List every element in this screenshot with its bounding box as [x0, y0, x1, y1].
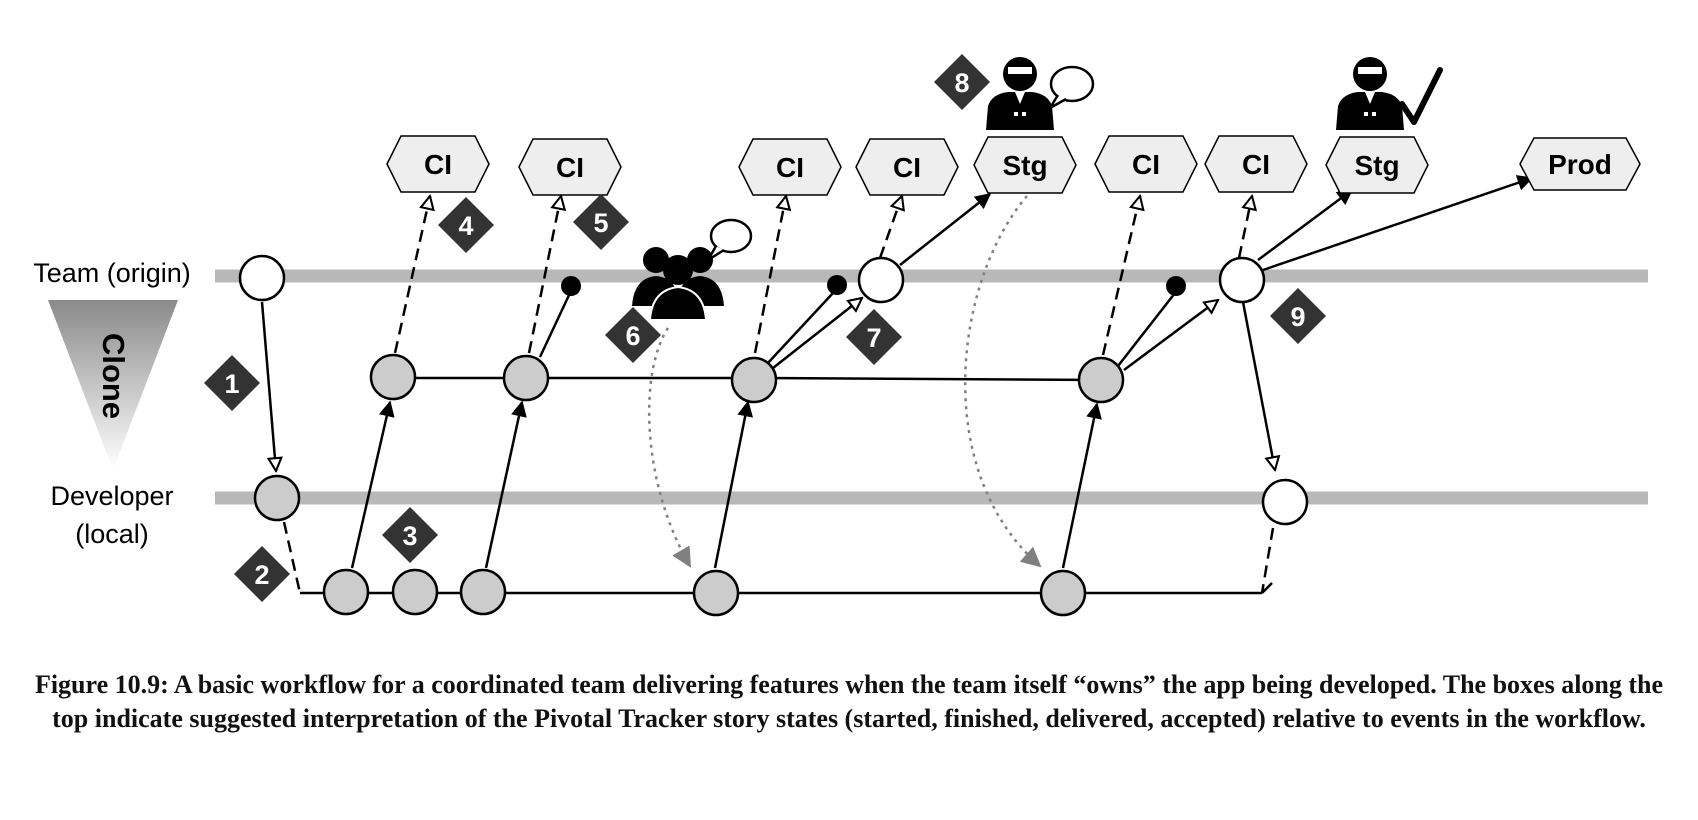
dev-commit-1 [253, 474, 301, 522]
dashed-connectors [282, 196, 1275, 594]
env-box-ci-2: CI [518, 138, 622, 196]
env-box-label: Stg [1354, 150, 1399, 181]
clone-commit-2 [502, 354, 550, 402]
step-marker-number: 2 [254, 560, 269, 590]
speech-bubble-icon [1048, 65, 1095, 110]
step-marker-number: 5 [593, 208, 608, 238]
step-marker-8: 8 [934, 54, 990, 110]
step-marker-9: 9 [1270, 288, 1326, 344]
env-box-label: CI [1242, 149, 1270, 180]
step-marker-number: 3 [402, 521, 417, 551]
step-marker-5: 5 [573, 194, 629, 250]
step-marker-2: 2 [234, 546, 290, 602]
env-box-ci-4: CI [855, 138, 959, 196]
customer-icon [1336, 57, 1404, 130]
env-box-label: CI [776, 152, 804, 183]
solid-arrows [260, 175, 1534, 569]
dev-commit-2 [1261, 478, 1309, 526]
env-box-ci-6: CI [1204, 135, 1308, 193]
customer-icon [986, 57, 1054, 130]
clone-commit-4 [1077, 356, 1125, 404]
local-commit-5 [1039, 569, 1087, 617]
local-label: (local) [75, 519, 149, 549]
step-marker-number: 9 [1290, 302, 1305, 332]
developer-label: Developer [50, 481, 173, 511]
step-marker-7: 7 [846, 309, 902, 365]
team-group-icon [632, 247, 724, 321]
team-commit-2 [857, 256, 905, 304]
merge-dots [561, 275, 1186, 296]
step-marker-number: 1 [224, 369, 239, 399]
checkmark-icon [1399, 67, 1443, 125]
step-marker-6: 6 [605, 307, 661, 363]
env-box-prod: Prod [1519, 137, 1641, 191]
env-box-label: CI [893, 152, 921, 183]
step-marker-3: 3 [382, 507, 438, 563]
commit-nodes [238, 254, 1309, 617]
branch-lines [300, 376, 1273, 595]
env-box-label: CI [556, 152, 584, 183]
step-marker-number: 8 [954, 68, 969, 98]
local-commit-2 [391, 568, 439, 616]
env-box-label: Stg [1002, 150, 1047, 181]
env-box-label: CI [424, 149, 452, 180]
local-commit-4 [692, 569, 740, 617]
clone-label: Clone [96, 333, 131, 419]
local-commit-3 [459, 568, 507, 616]
clone-commit-1 [369, 353, 417, 401]
figure-caption: Figure 10.9: A basic workflow for a coor… [34, 670, 1664, 733]
step-marker-number: 6 [625, 321, 640, 351]
clone-indicator: Clone [48, 300, 178, 470]
env-box-stg-2: Stg [1325, 136, 1429, 194]
dotted-curves [647, 195, 1042, 568]
team-commit-1 [238, 254, 286, 302]
team-origin-label: Team (origin) [33, 258, 191, 288]
env-box-stg-1: Stg [973, 136, 1077, 194]
speech-bubble-icon [706, 218, 753, 262]
team-commit-3 [1218, 256, 1266, 304]
env-box-ci-5: CI [1094, 135, 1198, 193]
env-box-label: Prod [1548, 149, 1612, 180]
step-marker-1: 1 [204, 355, 260, 411]
step-marker-number: 4 [458, 211, 473, 241]
env-box-ci-3: CI [738, 138, 842, 196]
local-commit-1 [322, 568, 370, 616]
step-marker-4: 4 [438, 197, 494, 253]
clone-commit-3 [730, 356, 778, 404]
env-box-ci-1: CI [386, 135, 490, 193]
env-box-label: CI [1132, 149, 1160, 180]
workflow-diagram: Team (origin) Developer (local) Clone [33, 54, 1648, 617]
step-marker-number: 7 [866, 323, 881, 353]
